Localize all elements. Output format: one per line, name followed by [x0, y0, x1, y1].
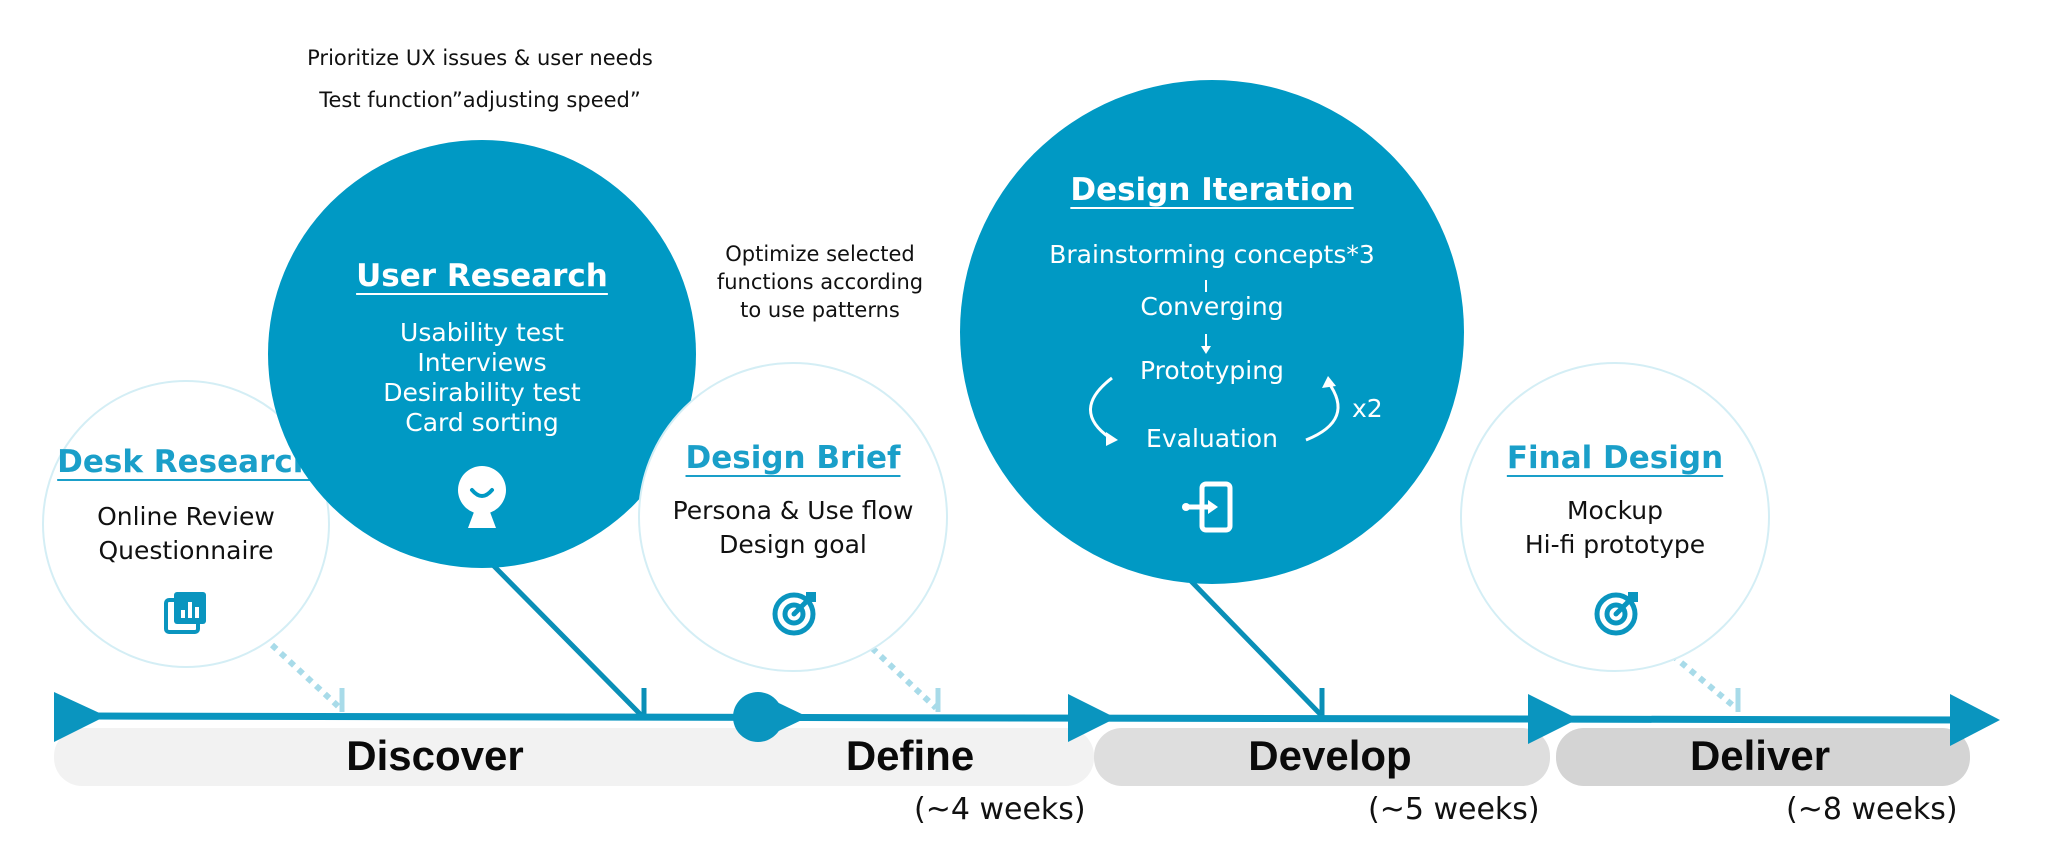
final-design-circle: Final Design Mockup Hi-fi prototype	[1460, 362, 1770, 672]
phase-develop: Develop	[1248, 732, 1412, 779]
phase-deliver: Deliver	[1689, 732, 1831, 779]
note-line: to use patterns	[740, 298, 900, 322]
iteration-step-prototype: Prototyping	[1140, 356, 1284, 385]
duration-define: (~4 weeks)	[914, 792, 1086, 827]
duration-develop: (~5 weeks)	[1368, 792, 1540, 827]
design-iteration-connector	[1188, 578, 1324, 718]
deliver-band	[1556, 728, 1970, 786]
iteration-step-evaluate: Evaluation	[1146, 424, 1278, 453]
user-research-connector	[486, 558, 644, 718]
target-icon	[1594, 592, 1638, 636]
design-brief-items: Persona & Use flow Design goal	[640, 494, 946, 562]
design-iteration-circle: Design Iteration Brainstorming concepts*…	[960, 80, 1464, 584]
final-design-items: Mockup Hi-fi prototype	[1462, 494, 1768, 562]
list-item: Interviews	[417, 348, 547, 377]
phase-discover: Discover	[346, 732, 524, 779]
user-research-note: Prioritize UX issues & user needs Test f…	[230, 44, 730, 114]
list-item: Persona & Use flow	[672, 496, 914, 525]
discover-define-band	[54, 728, 1094, 786]
timeline-line	[89, 712, 1976, 724]
final-design-connector	[1670, 652, 1738, 711]
timeline-end-arrow	[1950, 694, 2000, 746]
user-research-title: User Research	[356, 258, 608, 294]
note-line: Optimize selected	[725, 242, 915, 266]
iteration-loop-label: x2	[1352, 394, 1383, 423]
note-line: Prioritize UX issues & user needs	[307, 46, 653, 70]
target-icon	[772, 592, 816, 636]
design-iteration-title: Design Iteration	[1070, 172, 1354, 208]
list-item: Hi-fi prototype	[1524, 530, 1706, 559]
design-brief-connector	[869, 645, 939, 711]
list-item: Design goal	[719, 530, 867, 559]
exit-icon	[1182, 481, 1233, 533]
list-item: Card sorting	[405, 408, 559, 437]
design-brief-circle: Design Brief Persona & Use flow Design g…	[638, 362, 948, 672]
user-icon	[458, 466, 506, 528]
list-item: Mockup	[1566, 496, 1664, 525]
note-line: functions according	[716, 270, 924, 294]
duration-deliver: (~8 weeks)	[1786, 792, 1958, 827]
list-item: Online Review	[97, 502, 275, 531]
list-item: Questionnaire	[98, 536, 274, 565]
note-line: Test function”adjusting speed”	[319, 88, 641, 112]
develop-start-arrow	[1068, 694, 1116, 742]
desk-research-circle: Desk Research Online Review Questionnair…	[42, 380, 330, 668]
desk-research-title: Desk Research	[57, 444, 315, 480]
desk-research-items: Online Review Questionnaire	[44, 500, 328, 568]
iteration-step-converge: Converging	[1140, 292, 1284, 321]
list-item: Desirability test	[383, 378, 581, 407]
iteration-step-brainstorm: Brainstorming concepts*3	[1049, 240, 1375, 269]
desk-research-connector	[269, 642, 343, 711]
final-design-title: Final Design	[1506, 440, 1724, 476]
phase-define: Define	[845, 732, 975, 779]
timeline-start-arrow	[54, 692, 106, 742]
user-research-circle: User Research Usability test Interviews …	[268, 140, 696, 568]
design-brief-note: Optimize selected functions according to…	[680, 240, 960, 324]
list-item: Usability test	[400, 318, 564, 347]
user-research-items: Usability test Interviews Desirability t…	[268, 318, 696, 438]
chart-icon	[164, 592, 206, 634]
iteration-flow-arrows	[1089, 280, 1340, 446]
design-brief-title: Design Brief	[685, 440, 901, 476]
develop-band	[1094, 728, 1550, 786]
deliver-start-arrow	[1528, 694, 1578, 744]
